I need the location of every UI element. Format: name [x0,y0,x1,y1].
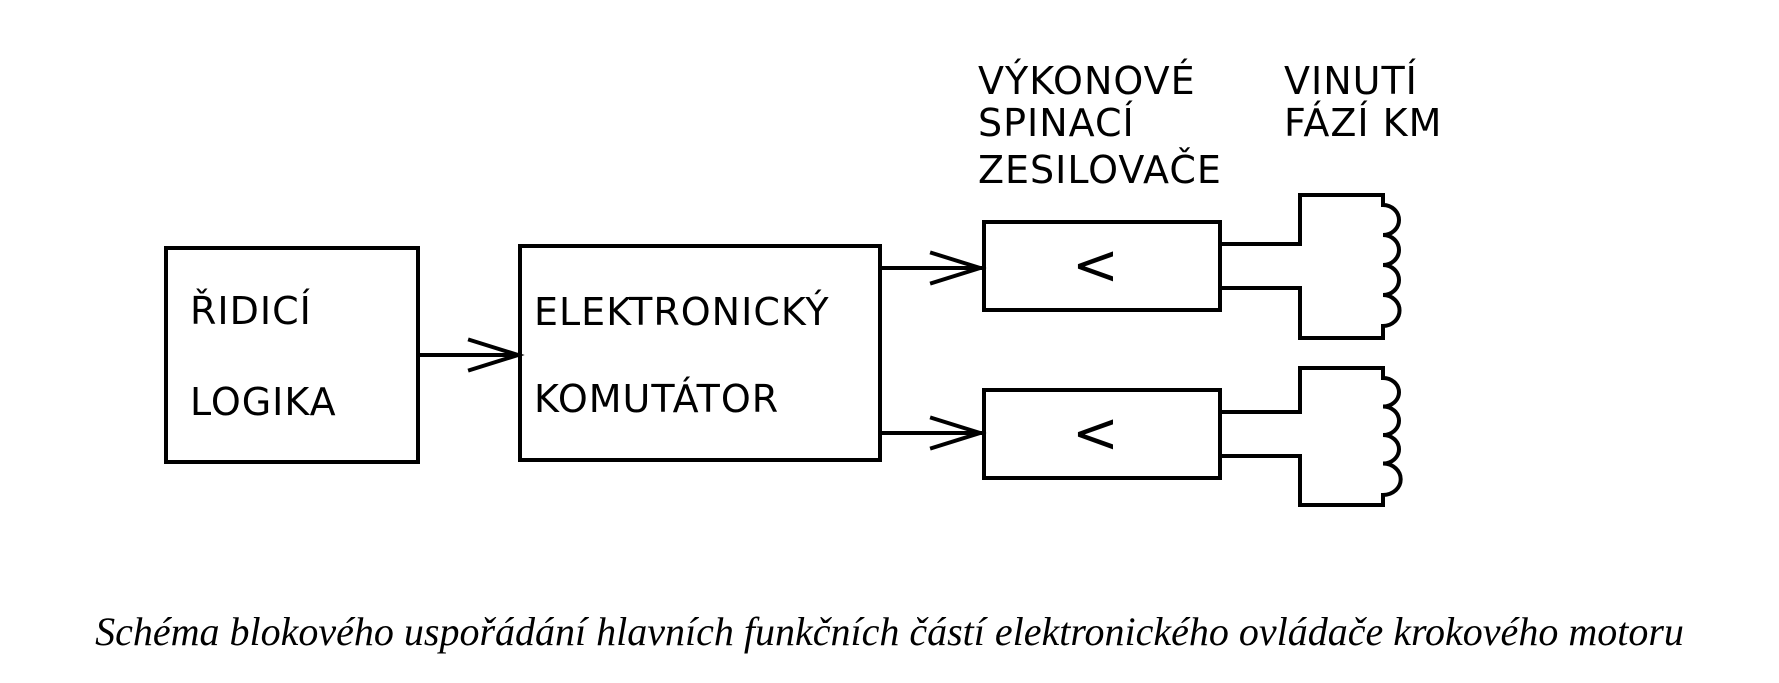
logic-label-line1: ŘIDICÍ [190,289,312,333]
amplifier-block-1 [982,220,1222,312]
arrow-to-amplifier-1 [878,250,987,286]
amplifier-block-2 [982,388,1222,480]
winding-1-wires [1218,193,1385,340]
commutator-label-line1: ELEKTRONICKÝ [534,290,830,334]
windings-label-line1: VINUTÍ [1284,59,1418,103]
commutator-block [518,244,882,462]
winding-2-wires [1218,366,1385,507]
winding-coil-2 [1380,375,1403,498]
logic-label-line2: LOGIKA [190,380,337,424]
figure-caption: Schéma blokového uspořádání hlavních fun… [95,609,1684,654]
arrow-logic-to-commutator [416,337,525,373]
logic-block [164,246,420,464]
arrow-to-amplifier-2 [878,415,987,451]
amplifier-symbol-2: < [1072,401,1120,466]
amplifiers-label-line3: ZESILOVAČE [978,148,1222,192]
commutator-label-line2: KOMUTÁTOR [534,377,779,421]
windings-label-line2: FÁZÍ KM [1284,101,1442,145]
winding-coil-1 [1380,202,1402,329]
amplifiers-label-line2: SPINACÍ [978,101,1135,145]
amplifiers-label-line1: VÝKONOVÉ [978,59,1196,103]
amplifier-symbol-1: < [1072,233,1120,298]
